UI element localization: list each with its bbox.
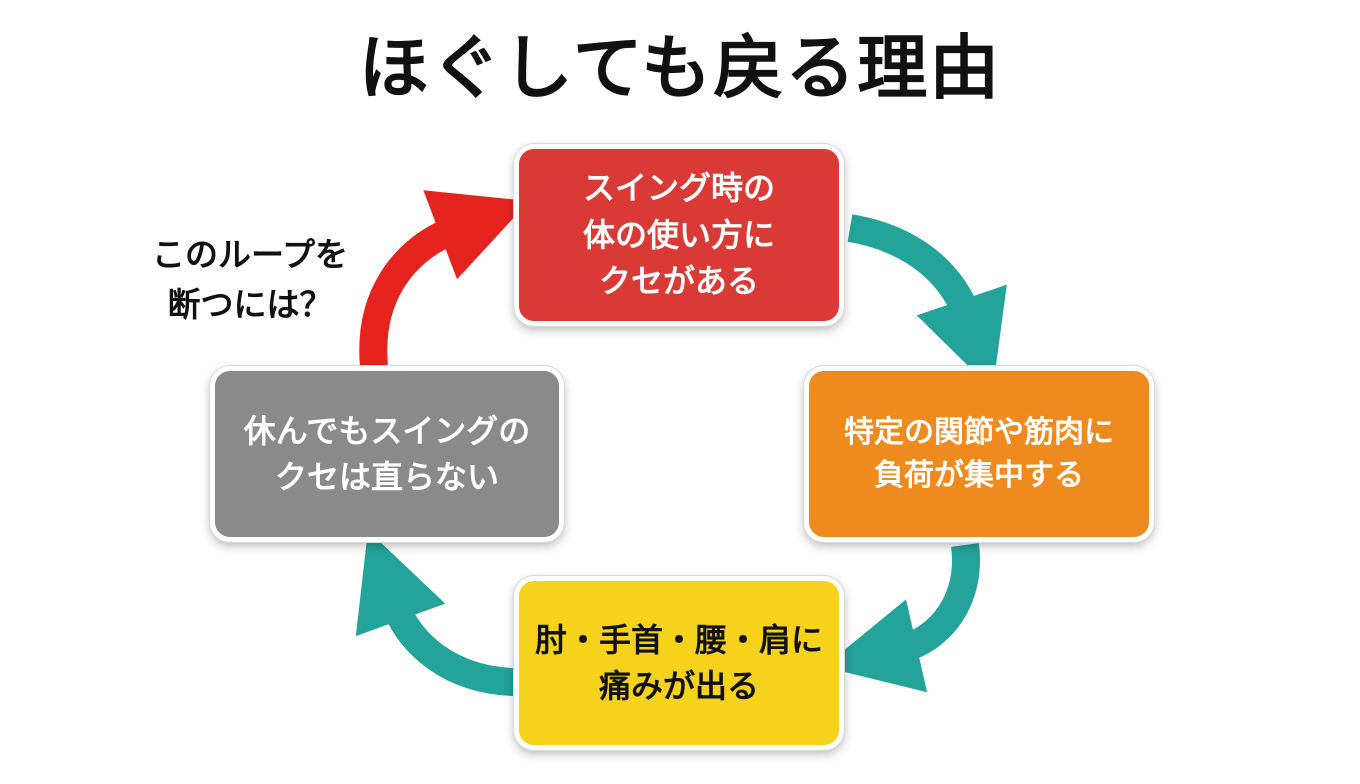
step-text-line: クセがある — [598, 262, 759, 301]
cycle-step-load-concentration: 特定の関節や筋肉に 負荷が集中する — [804, 366, 1154, 542]
question-line: このループを — [151, 235, 349, 274]
arrow-step4-to-step1 — [359, 190, 530, 368]
arrow-step1-to-step2 — [847, 214, 1007, 391]
question-line: 断つには？ — [167, 284, 333, 324]
step-text-line: クセは直らない — [274, 458, 499, 496]
step-text-line: 体の使い方に — [582, 215, 775, 254]
step-text-line: 休んでもスイングの — [243, 411, 531, 450]
loop-question: このループを 断つには？ — [130, 230, 370, 329]
cycle-step-rest-no-fix: 休んでもスイングの クセは直らない — [210, 366, 564, 542]
arrow-step3-to-step4 — [355, 530, 515, 696]
arrow-step2-to-step3 — [823, 543, 980, 693]
step-text-line: 特定の関節や筋肉に — [844, 414, 1114, 450]
step-text-line: 痛みが出る — [598, 667, 759, 705]
step-text-line: 負荷が集中する — [874, 458, 1084, 493]
step-text-line: 肘・手首・腰・肩に — [534, 620, 823, 659]
cycle-step-swing-habit: スイング時の 体の使い方に クセがある — [514, 144, 844, 326]
step-text-line: スイング時の — [582, 169, 775, 208]
cycle-step-pain: 肘・手首・腰・肩に 痛みが出る — [514, 576, 844, 750]
page-title: ほぐしても戻る理由 — [358, 27, 1002, 109]
